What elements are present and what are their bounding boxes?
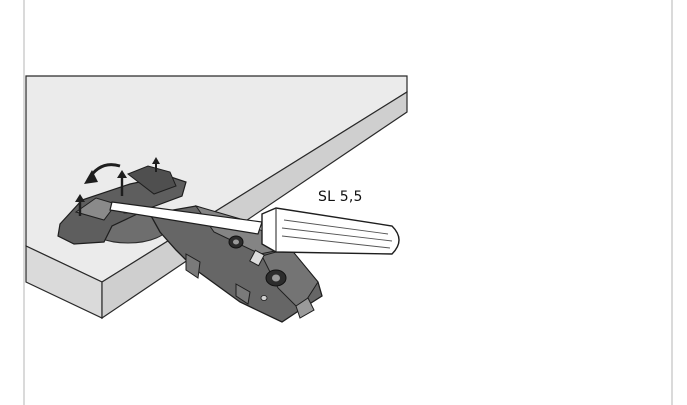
- screwdriver: [109, 201, 400, 255]
- screwdriver-shaft: [109, 201, 263, 235]
- rotation-arrow-icon: [84, 163, 121, 184]
- screwdriver-size-label: SL 5,5: [318, 189, 363, 205]
- panel-side-edge: [101, 90, 408, 320]
- lift-arrow-icon: [75, 157, 160, 216]
- screwdriver-handle: [261, 207, 400, 255]
